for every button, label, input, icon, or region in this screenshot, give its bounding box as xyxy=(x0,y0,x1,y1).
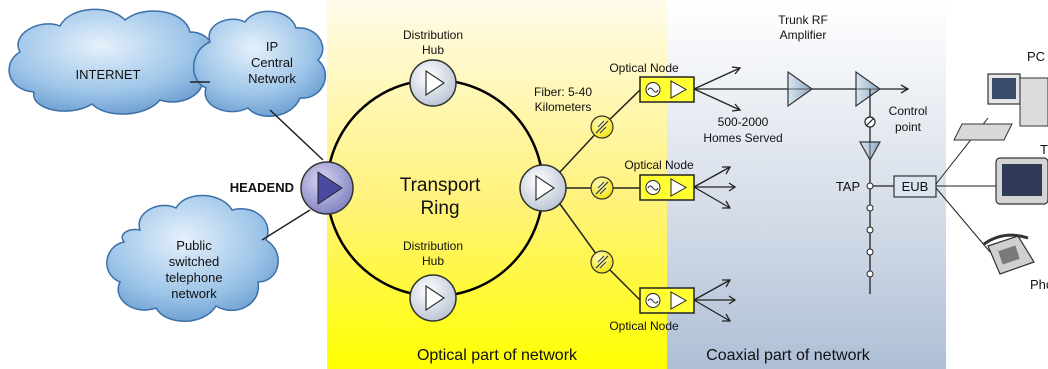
optical-node-label-top: Optical Node xyxy=(609,61,679,75)
tv-icon xyxy=(995,157,1048,205)
coax-fanout-middle xyxy=(693,166,737,209)
trunk-amp-line1: Trunk RF xyxy=(778,13,828,27)
pstn-line3: telephone xyxy=(165,270,222,285)
ip-central-cloud: IP Central Network xyxy=(192,10,327,117)
ring-label-line1: Transport xyxy=(400,175,481,196)
optical-node-top xyxy=(639,76,695,103)
distribution-hub-bottom xyxy=(409,274,457,322)
ip-central-line1: IP xyxy=(266,39,278,54)
optical-region-bg xyxy=(327,0,667,369)
fiber-coupler-top xyxy=(590,115,614,139)
distribution-hub-top xyxy=(409,59,457,107)
coax-fanout-bottom xyxy=(693,279,737,322)
optical-node-label-bottom: Optical Node xyxy=(609,319,679,333)
internet-label: INTERNET xyxy=(76,67,141,82)
trunk-amplifier-2 xyxy=(855,70,882,108)
tap-node-3 xyxy=(866,226,874,234)
tap-node-5 xyxy=(866,270,874,278)
pstn-line1: Public xyxy=(176,238,212,253)
fiber-coupler-middle xyxy=(590,176,614,200)
coax-fanout-top xyxy=(693,66,770,112)
trunk-arrowhead xyxy=(900,84,910,94)
homes-served-line1: 500-2000 xyxy=(718,115,769,129)
hub-top-line2: Hub xyxy=(422,43,444,57)
ip-central-line2: Central xyxy=(251,55,293,70)
fiber-coupler-bottom xyxy=(590,250,614,274)
pc-icon xyxy=(953,73,1048,141)
phone-icon xyxy=(983,233,1035,275)
optical-node-label-middle: Optical Node xyxy=(624,158,694,172)
eub-label: EUB xyxy=(902,179,929,194)
optical-region-label: Optical part of network xyxy=(417,347,578,364)
link-ip-headend xyxy=(269,109,324,161)
ring-label-line2: Ring xyxy=(420,198,459,219)
fiber-label-line2: Kilometers xyxy=(535,100,592,114)
tv-label: TV xyxy=(1040,142,1048,157)
tap-node-1 xyxy=(866,182,874,190)
pstn-line4: network xyxy=(171,286,217,301)
tap-node-4 xyxy=(866,248,874,256)
control-point-icon xyxy=(864,116,876,128)
hub-top-line1: Distribution xyxy=(403,28,463,42)
headend-label: HEADEND xyxy=(230,180,294,195)
trunk-amplifier-1 xyxy=(787,70,814,108)
ring-exit-hub xyxy=(519,164,567,212)
pstn-line2: switched xyxy=(169,254,220,269)
control-point-line1: Control xyxy=(889,104,928,118)
homes-served-line2: Homes Served xyxy=(703,131,782,145)
tap-node-2 xyxy=(866,204,874,212)
eub-to-phone xyxy=(935,187,991,253)
coaxial-region-label: Coaxial part of network xyxy=(706,347,871,364)
line-extender-amp xyxy=(858,141,882,162)
hub-bottom-line2: Hub xyxy=(422,254,444,268)
ip-central-line3: Network xyxy=(248,71,296,86)
control-point-line2: point xyxy=(895,120,922,134)
fiber-label-line1: Fiber: 5-40 xyxy=(534,85,592,99)
phone-label: Phone xyxy=(1030,277,1048,292)
hub-bottom-line1: Distribution xyxy=(403,239,463,253)
link-pstn-headend xyxy=(261,209,311,241)
optical-node-bottom xyxy=(639,287,695,314)
tap-label: TAP xyxy=(836,179,860,194)
pc-label: PC xyxy=(1027,49,1045,64)
internet-cloud: INTERNET xyxy=(8,8,214,115)
headend-node xyxy=(300,161,354,215)
trunk-amp-line2: Amplifier xyxy=(780,28,827,42)
optical-node-middle xyxy=(639,174,695,201)
pstn-cloud: Public switched telephone network xyxy=(106,194,279,322)
